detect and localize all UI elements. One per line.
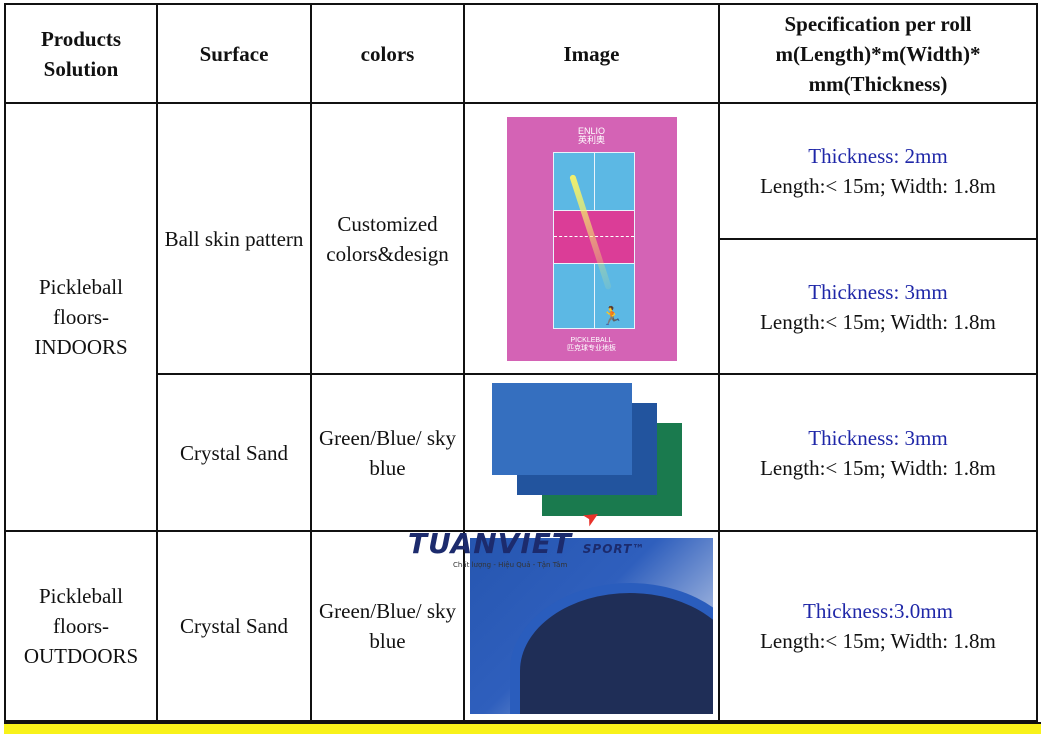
- colors-cell: Green/Blue/ sky blue: [310, 530, 465, 722]
- image-cell: [463, 530, 720, 722]
- player-icon: 🏃: [600, 305, 623, 326]
- spec-dimensions: Length:< 15m; Width: 1.8m: [760, 174, 996, 198]
- header-colors: colors: [310, 3, 465, 104]
- image-cell: [463, 373, 720, 532]
- product-indoors: Pickleball floors- INDOORS: [4, 102, 158, 532]
- crystal-sand-samples-image: [491, 382, 692, 523]
- spec-thickness: Thickness: 3mm: [808, 425, 948, 450]
- product-outdoors: Pickleball floors- OUTDOORS: [4, 530, 158, 722]
- spec-thickness: Thickness: 2mm: [808, 144, 948, 168]
- rolled-blue-mat-image: [470, 538, 713, 714]
- court-diagram: 🏃: [552, 151, 635, 329]
- spec-cell: Thickness: 2mm Length:< 15m; Width: 1.8m: [718, 102, 1038, 240]
- colors-cell: Customized colors&design: [310, 102, 465, 375]
- spec-dimensions: Length:< 15m; Width: 1.8m: [760, 309, 996, 334]
- header-specification: Specification per roll m(Length)*m(Width…: [718, 3, 1038, 104]
- surface-cell: Crystal Sand: [156, 373, 312, 532]
- product-spec-table: Products Solution Surface colors Image S…: [4, 3, 1038, 722]
- header-surface: Surface: [156, 3, 312, 104]
- header-products-solution: Products Solution: [4, 3, 158, 104]
- watermark-logo: TUANVIET SPORT™: [408, 527, 646, 560]
- surface-cell: Ball skin pattern: [156, 102, 312, 375]
- table-row: Pickleball floors- INDOORS Ball skin pat…: [4, 102, 1038, 532]
- header-image: Image: [463, 3, 720, 104]
- colors-cell: Green/Blue/ sky blue: [310, 373, 465, 532]
- table-row: Pickleball floors- OUTDOORS Crystal Sand…: [4, 530, 1038, 722]
- spec-thickness: Thickness:3.0mm: [803, 599, 953, 623]
- spec-cell: Thickness: 3mm Length:< 15m; Width: 1.8m: [718, 238, 1038, 375]
- highlight-band: [4, 722, 1041, 734]
- spec-cell: Thickness:3.0mm Length:< 15m; Width: 1.8…: [718, 530, 1038, 722]
- surface-cell: Crystal Sand: [156, 530, 312, 722]
- spec-dimensions: Length:< 15m; Width: 1.8m: [760, 455, 996, 480]
- spec-dimensions: Length:< 15m; Width: 1.8m: [760, 629, 996, 653]
- spec-cell: Thickness: 3mm Length:< 15m; Width: 1.8m: [718, 373, 1038, 532]
- spec-thickness: Thickness: 3mm: [808, 279, 948, 304]
- header-row: Products Solution Surface colors Image S…: [4, 3, 1038, 104]
- watermark-tagline: Chất lượng - Hiệu Quả - Tận Tâm: [453, 561, 568, 569]
- table-row: Thickness: 3mm Length:< 15m; Width: 1.8m: [5, 238, 1038, 375]
- table-row: Crystal Sand Green/Blue/ sky blue Thickn…: [5, 373, 1038, 532]
